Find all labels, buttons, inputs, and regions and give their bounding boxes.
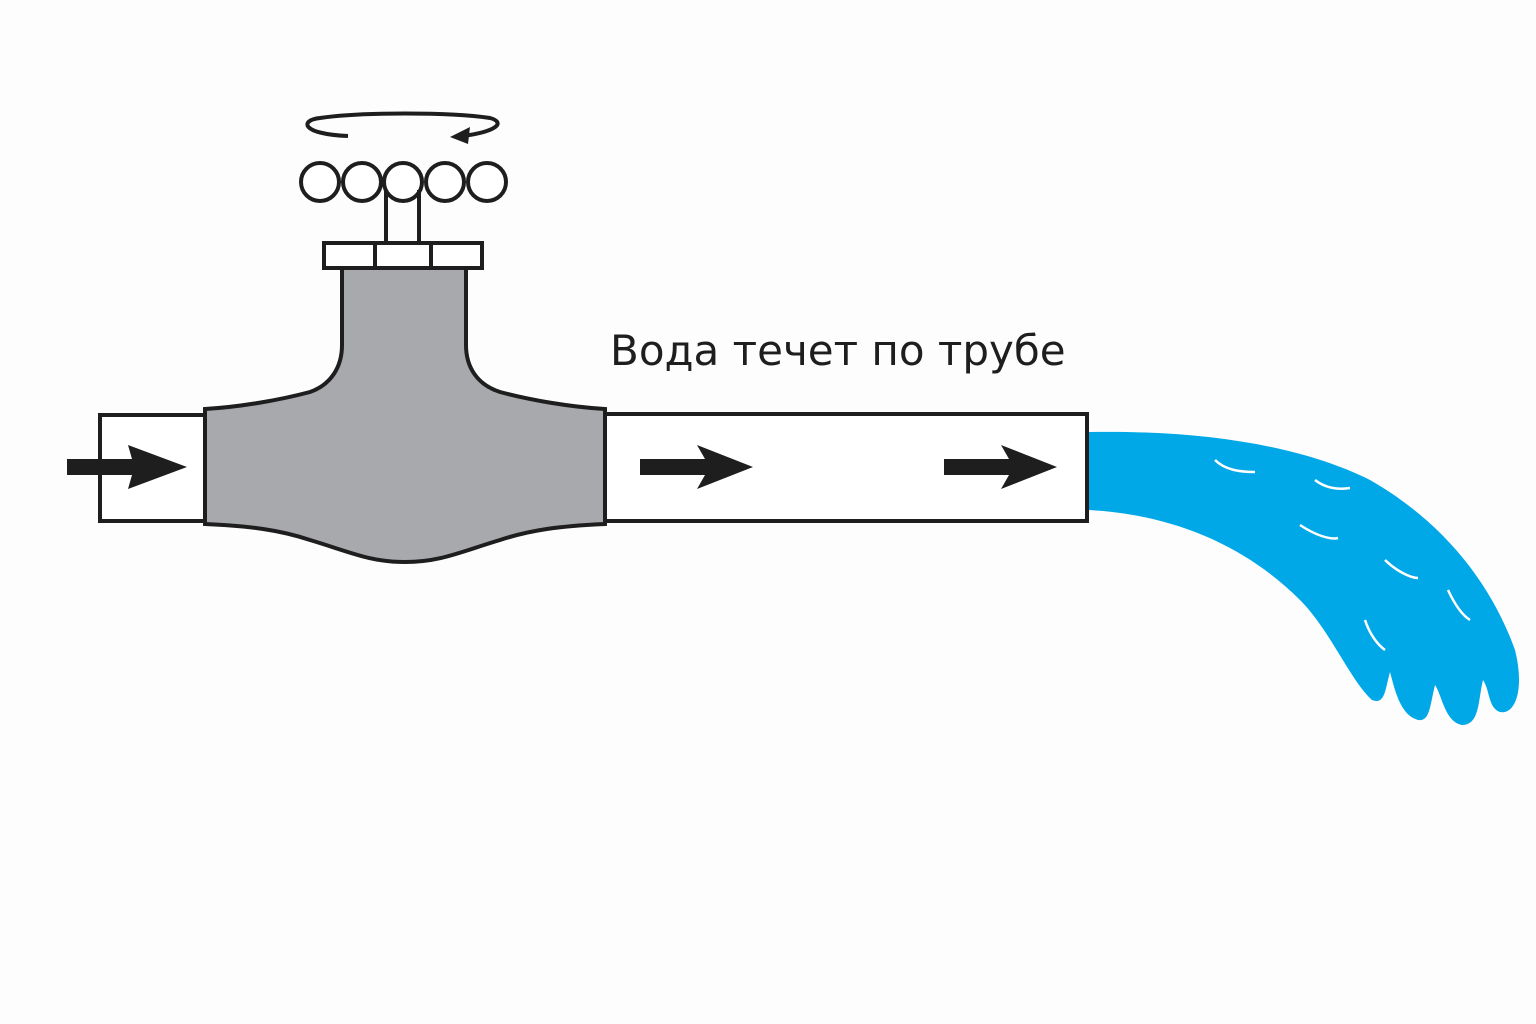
handwheel-icon (299, 161, 508, 203)
water-stream (1089, 431, 1520, 725)
valve-stem (384, 190, 421, 243)
rotation-arrow-icon (305, 111, 500, 139)
flow-arrow-icon (640, 445, 753, 489)
flow-arrow-icon (944, 445, 1057, 489)
flow-arrow-icon (67, 445, 187, 489)
diagram-caption: Вода течет по трубе (610, 326, 1066, 375)
valve-body (203, 266, 607, 565)
water-highlights (1214, 459, 1471, 652)
rotation-arrowhead (450, 127, 470, 144)
valve-bonnet (322, 241, 484, 270)
